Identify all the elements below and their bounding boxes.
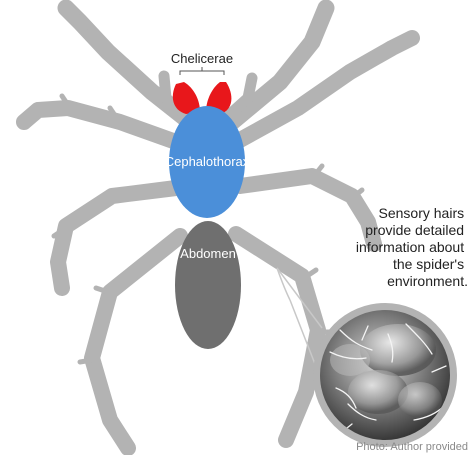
leg-right-2	[232, 30, 420, 148]
pedipalp-right	[222, 72, 258, 122]
photo-texture	[329, 323, 447, 433]
sensory-hair-photo	[313, 303, 457, 447]
chelicerae-label: Chelicerae	[171, 51, 233, 66]
abdomen	[175, 221, 241, 349]
photo-credit: Photo: Author provided	[356, 441, 468, 453]
chelicerae	[172, 82, 232, 114]
sensory-note: Sensory hairs provide detailed informati…	[356, 205, 468, 289]
note-line: the spider's	[393, 256, 464, 272]
leg-right-1	[223, 0, 335, 131]
note-line: information about	[356, 239, 464, 255]
abdomen-label: Abdomen	[180, 246, 236, 261]
note-line: environment.	[387, 273, 468, 289]
chelicera-left	[172, 82, 200, 114]
cephalothorax-label: Cephalothorax	[165, 154, 250, 169]
leg-left-2	[16, 93, 184, 150]
leg-left-4	[77, 228, 188, 455]
chelicerae-bracket	[179, 67, 225, 75]
spider-legs	[16, 0, 420, 455]
cephalothorax	[169, 106, 245, 218]
chelicera-right	[206, 82, 232, 114]
leg-right-4	[228, 226, 333, 448]
note-line: Sensory hairs	[379, 205, 465, 221]
note-line: provide detailed	[365, 222, 464, 238]
leg-left-3	[50, 180, 184, 296]
leg-right-3	[232, 163, 382, 252]
